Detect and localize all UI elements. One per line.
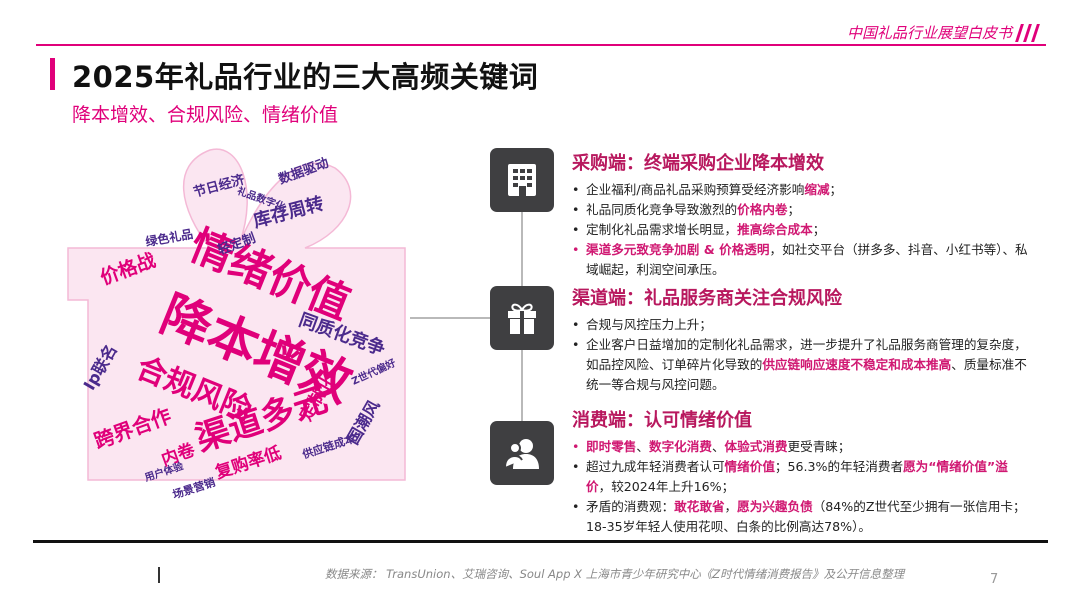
bullet-text: 企业福利/商品礼品采购预算受经济影响	[586, 182, 805, 197]
highlight-text: 价格内卷	[737, 202, 788, 217]
bullet-text: ，	[724, 499, 738, 514]
bullet-item: 即时零售、数字化消费、体验式消费更受青睐；	[572, 437, 1032, 457]
bullet-text: 定制化礼品需求增长明显，	[586, 222, 738, 237]
page-number: 7	[990, 572, 999, 587]
bullet-item: 渠道多元致竞争加剧 & 价格透明，如社交平台（拼多多、抖音、小红书等）、私域崛起…	[572, 240, 1032, 280]
cloud-connector	[410, 317, 495, 319]
bullet-text: ，较2024年上升16%；	[598, 479, 735, 494]
bullet-text: 超过九成年轻消费者认可	[586, 459, 725, 474]
channel-title: 渠道端：礼品服务商关注合规风险	[572, 288, 842, 309]
bullet-text: 合规与风控压力上升；	[586, 317, 712, 332]
building-icon	[508, 164, 536, 196]
procurement-title: 采购端：终端采购企业降本增效	[572, 153, 824, 174]
highlight-text: 情绪价值	[724, 459, 775, 474]
bullet-item: 企业福利/商品礼品采购预算受经济影响缩减；	[572, 180, 1032, 200]
highlight-text: 即时零售	[586, 439, 637, 454]
channel-section: 渠道端：礼品服务商关注合规风险 合规与风控压力上升； 企业客户日益增加的定制化礼品…	[572, 284, 1032, 395]
gift-box-outline	[67, 148, 406, 481]
highlight-text: 推高综合成本	[737, 222, 813, 237]
highlight-text: 缩减	[804, 182, 830, 197]
bullet-text: （84%的Z世代至少拥有一张信用卡；18-35岁年轻人使用花呗、白条的比例高达7…	[586, 499, 1026, 534]
bullet-item: 定制化礼品需求增长明显，推高综合成本；	[572, 220, 1032, 240]
highlight-text: 愿为兴趣负债	[737, 499, 813, 514]
consumer-section: 消费端：认可情绪价值 即时零售、数字化消费、体验式消费更受青睐；超过九成年轻消费…	[572, 406, 1032, 537]
footer-divider	[33, 540, 1048, 543]
procurement-section: 采购端：终端采购企业降本增效 企业福利/商品礼品采购预算受经济影响缩减；礼品同质…	[572, 149, 1032, 280]
bullet-item: 超过九成年轻消费者认可情绪价值；56.3%的年轻消费者愿为“情绪价值”溢价，较2…	[572, 457, 1032, 497]
consumer-icon	[504, 439, 539, 469]
bullet-text: 、质量标准不统一等合规与风控问题。	[586, 357, 1027, 392]
bullet-text: 、	[636, 439, 649, 454]
bullet-text: 企业客户日益增加的定制化礼品需求，进一步提升了礼品服务商管理的复杂度，如品控风险…	[586, 337, 1027, 372]
bullet-item: 企业客户日益增加的定制化礼品需求，进一步提升了礼品服务商管理的复杂度，如品控风险…	[572, 335, 1032, 395]
consumer-title: 消费端：认可情绪价值	[572, 410, 752, 431]
bullet-item: 合规与风控压力上升；	[572, 315, 1032, 335]
highlight-text: 供应链响应速度不稳定和成本推高	[762, 357, 952, 372]
channel-icon-box	[490, 286, 554, 350]
bullet-text: 矛盾的消费观：	[586, 499, 675, 514]
bullet-text: 更受青睐；	[787, 439, 851, 454]
bullet-text: ；	[829, 182, 843, 197]
procurement-bullets: 企业福利/商品礼品采购预算受经济影响缩减；礼品同质化竞争导致激烈的价格内卷；定制…	[572, 180, 1032, 280]
channel-bullets: 合规与风控压力上升； 企业客户日益增加的定制化礼品需求，进一步提升了礼品服务商管理…	[572, 315, 1032, 395]
header-decoration	[1015, 24, 1040, 42]
report-brand: 中国礼品行业展望白皮书	[846, 24, 1012, 42]
data-source-note: 数据来源： TransUnion、艾瑞咨询、Soul App X 上海市青少年研…	[325, 567, 905, 581]
footer-marker	[158, 567, 160, 583]
bullet-text: ；	[787, 202, 801, 217]
bullet-text: ，如社交平台（拼多多、抖音、小红书等）、私域崛起，利润空间承压。	[586, 242, 1028, 277]
consumer-icon-box	[490, 421, 554, 485]
bullet-item: 礼品同质化竞争导致激烈的价格内卷；	[572, 200, 1032, 220]
highlight-text: 愿为“情绪价值”溢价	[586, 459, 1008, 494]
consumer-bullets: 即时零售、数字化消费、体验式消费更受青睐；超过九成年轻消费者认可情绪价值；56.…	[572, 437, 1032, 537]
title-accent-bar	[50, 58, 55, 90]
highlight-text: 体验式消费	[724, 439, 788, 454]
bullet-text: ；56.3%的年轻消费者	[774, 459, 904, 474]
page-subtitle: 降本增效、合规风险、情绪价值	[72, 104, 339, 126]
bullet-item: 矛盾的消费观：敢花敢省，愿为兴趣负债（84%的Z世代至少拥有一张信用卡；18-3…	[572, 497, 1032, 537]
gift-icon	[508, 303, 536, 334]
highlight-text: 数字化消费	[648, 439, 712, 454]
highlight-text: 渠道多元致竞争加剧 & 价格透明	[586, 242, 770, 257]
highlight-text: 敢花敢省	[674, 499, 725, 514]
keyword-word-cloud: 降本增效情绪价值渠道多元合规风险跨界合作价格战同质化竞争库存周转复购率低定制化内…	[60, 130, 415, 502]
cloud-word: 绿色礼品	[144, 226, 194, 249]
bullet-text: ；	[812, 222, 826, 237]
page-title: 2025年礼品行业的三大高频关键词	[72, 60, 539, 94]
procurement-icon-box	[490, 148, 554, 212]
bullet-text: 、	[711, 439, 725, 454]
word-cloud-svg: 降本增效情绪价值渠道多元合规风险跨界合作价格战同质化竞争库存周转复购率低定制化内…	[67, 148, 406, 502]
bullet-text: 礼品同质化竞争导致激烈的	[586, 202, 738, 217]
header-divider	[36, 44, 1046, 46]
